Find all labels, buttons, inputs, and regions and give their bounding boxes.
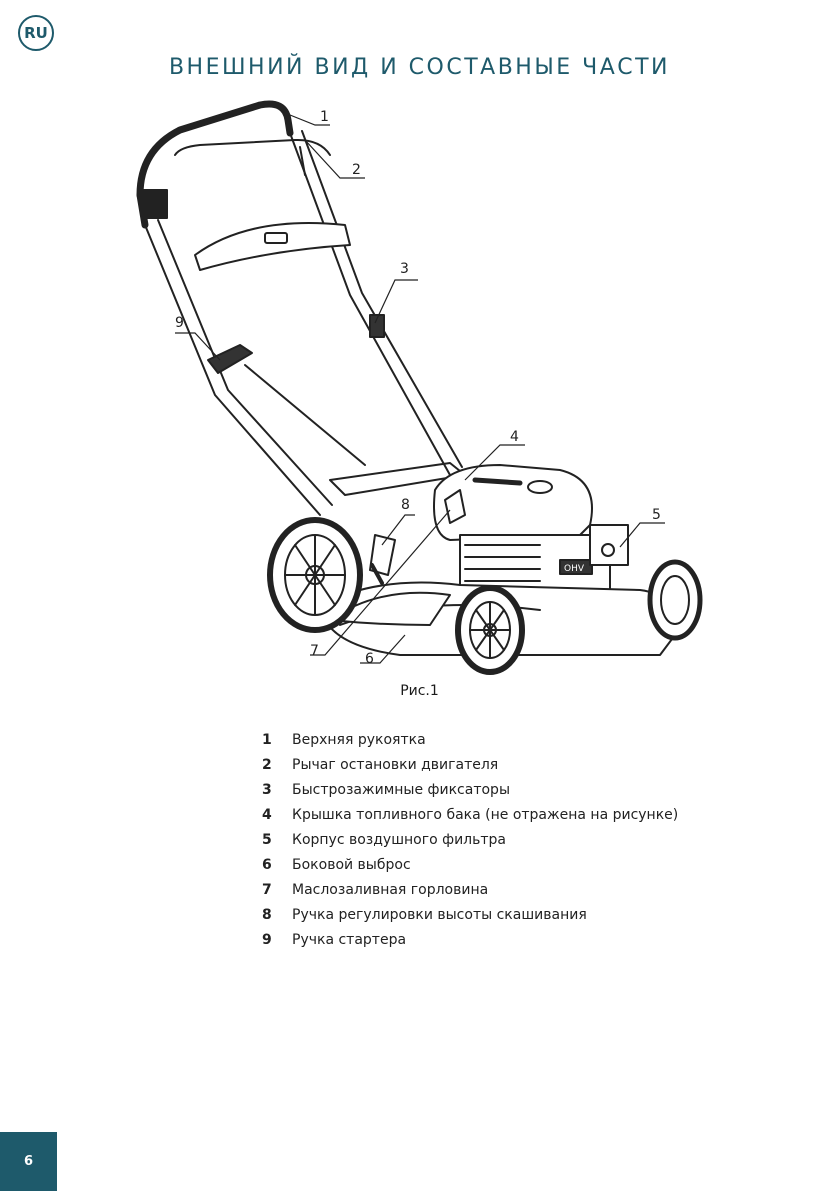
- part-label: Боковой выброс: [292, 856, 411, 873]
- engine-ohv-label: OHV: [564, 564, 585, 574]
- callout-5: 5: [652, 507, 661, 523]
- list-item: 8 Ручка регулировки высоты скашивания: [262, 902, 678, 927]
- lawn-mower-illustration: OHV 1: [136, 100, 703, 675]
- part-label: Маслозаливная горловина: [292, 881, 489, 898]
- list-item: 9 Ручка стартера: [262, 927, 678, 952]
- callout-6: 6: [365, 651, 374, 667]
- list-item: 3 Быстрозажимные фиксаторы: [262, 777, 678, 802]
- part-number: 2: [262, 756, 272, 773]
- callout-4: 4: [510, 429, 519, 445]
- callout-1: 1: [320, 109, 329, 125]
- figure-caption: Рис.1: [400, 683, 439, 699]
- part-number: 5: [262, 831, 272, 848]
- page-number: 6: [0, 1132, 57, 1191]
- part-label: Быстрозажимные фиксаторы: [292, 781, 510, 798]
- callout-2: 2: [352, 162, 361, 178]
- list-item: 4 Крышка топливного бака (не отражена на …: [262, 802, 678, 827]
- list-item: 2 Рычаг остановки двигателя: [262, 752, 678, 777]
- list-item: 7 Маслозаливная горловина: [262, 877, 678, 902]
- language-badge: RU: [18, 15, 54, 51]
- part-label: Верхняя рукоятка: [292, 731, 426, 748]
- page-title: ВНЕШНИЙ ВИД И СОСТАВНЫЕ ЧАСТИ: [168, 55, 671, 80]
- part-number: 8: [262, 906, 272, 923]
- part-number: 1: [262, 731, 272, 748]
- callout-9: 9: [175, 315, 184, 331]
- part-number: 7: [262, 881, 272, 898]
- parts-list: 1 Верхняя рукоятка 2 Рычаг остановки двига…: [262, 727, 678, 952]
- callout-8: 8: [401, 497, 410, 513]
- callout-3: 3: [400, 261, 409, 277]
- part-number: 9: [262, 931, 272, 948]
- list-item: 5 Корпус воздушного фильтра: [262, 827, 678, 852]
- part-label: Крышка топливного бака (не отражена на р…: [292, 806, 679, 823]
- part-label: Ручка регулировки высоты скашивания: [292, 906, 587, 923]
- part-number: 3: [262, 781, 272, 798]
- callout-7: 7: [310, 643, 319, 659]
- list-item: 1 Верхняя рукоятка: [262, 727, 678, 752]
- part-label: Корпус воздушного фильтра: [292, 831, 506, 848]
- part-label: Ручка стартера: [292, 931, 407, 948]
- part-number: 4: [262, 806, 272, 823]
- part-label: Рычаг остановки двигателя: [292, 756, 499, 773]
- part-number: 6: [262, 856, 272, 873]
- list-item: 6 Боковой выброс: [262, 852, 678, 877]
